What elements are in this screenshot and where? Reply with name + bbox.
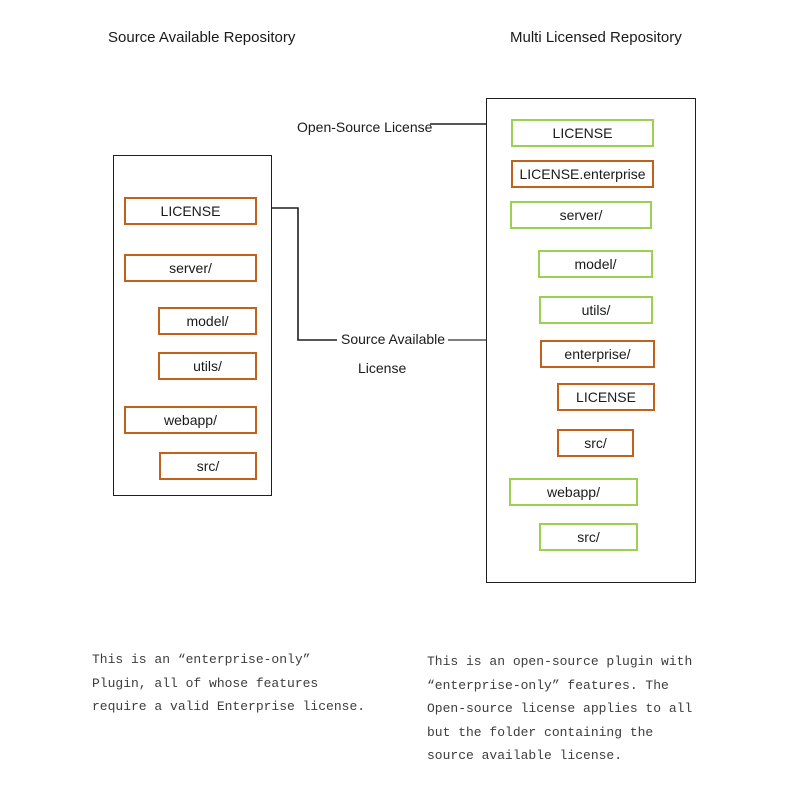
left-item-webapp: webapp/: [124, 406, 257, 434]
right-item-webapp: webapp/: [509, 478, 638, 506]
right-item-utils: utils/: [539, 296, 653, 324]
open-source-license-label: Open-Source License: [297, 119, 433, 135]
right-item-license-open: LICENSE: [511, 119, 654, 147]
left-item-src: src/: [159, 452, 257, 480]
source-available-label-line1: Source Available: [341, 331, 446, 347]
left-item-server: server/: [124, 254, 257, 282]
right-item-license-enterprise: LICENSE.enterprise: [511, 160, 654, 188]
right-item-license-inner: LICENSE: [557, 383, 655, 411]
left-item-license: LICENSE: [124, 197, 257, 225]
right-item-src-enterprise: src/: [557, 429, 634, 457]
right-item-src: src/: [539, 523, 638, 551]
left-repo-title: Source Available Repository: [108, 29, 296, 46]
source-available-left-line: [267, 207, 337, 341]
right-item-server: server/: [510, 201, 652, 229]
left-item-utils: utils/: [158, 352, 257, 380]
left-repo-note: This is an “enterprise-only” Plugin, all…: [92, 652, 366, 714]
left-item-model: model/: [158, 307, 257, 335]
right-item-enterprise-folder: enterprise/: [540, 340, 655, 368]
right-item-model: model/: [538, 250, 653, 278]
right-repo-title: Multi Licensed Repository: [510, 29, 682, 46]
right-repo-note: This is an open-source plugin with “ente…: [427, 654, 693, 763]
source-available-label-line2: License: [358, 360, 407, 376]
